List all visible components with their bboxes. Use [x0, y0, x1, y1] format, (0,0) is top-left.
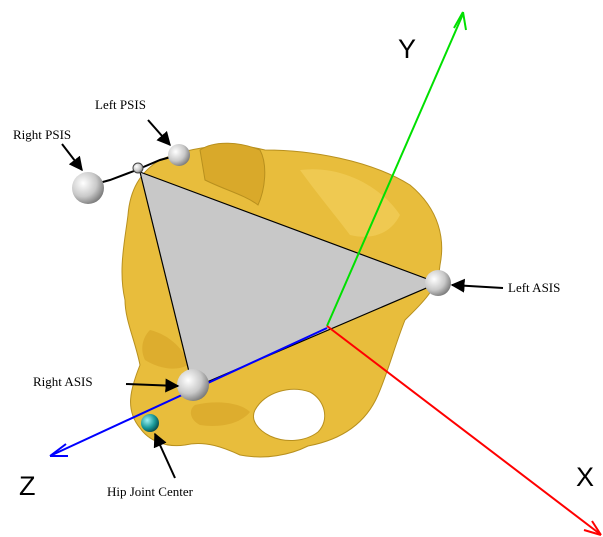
left-psis-label: Left PSIS: [95, 97, 146, 112]
x-axis-label: X: [576, 462, 594, 492]
x-axis-line: [326, 325, 601, 535]
right-psis-marker: [72, 172, 104, 204]
right-psis-label: Right PSIS: [13, 127, 71, 142]
right-asis-marker: [177, 369, 209, 401]
left-asis-pointer: [450, 278, 504, 293]
hip-joint-center-pointer: [153, 432, 176, 479]
left-asis-marker: [425, 270, 451, 296]
left-asis-label: Left ASIS: [508, 280, 560, 295]
hip-joint-center-label: Hip Joint Center: [107, 484, 194, 499]
x-axis-arrowhead: [583, 520, 602, 536]
right-asis-pointer: [125, 378, 180, 393]
psis-midpoint-marker: [132, 162, 144, 174]
hip-joint-center-marker: [141, 414, 159, 432]
y-axis-label: Y: [398, 34, 416, 64]
left-psis-marker: [168, 144, 190, 166]
left-psis-pointer: [147, 119, 171, 147]
y-axis-arrowhead: [453, 11, 467, 31]
z-axis-arrowhead: [49, 443, 68, 457]
right-psis-pointer: [61, 143, 83, 172]
y-axis-line: [326, 13, 464, 327]
pelvic-plane-triangle: [139, 171, 440, 389]
z-axis-label: Z: [19, 471, 36, 501]
right-asis-label: Right ASIS: [33, 374, 93, 389]
